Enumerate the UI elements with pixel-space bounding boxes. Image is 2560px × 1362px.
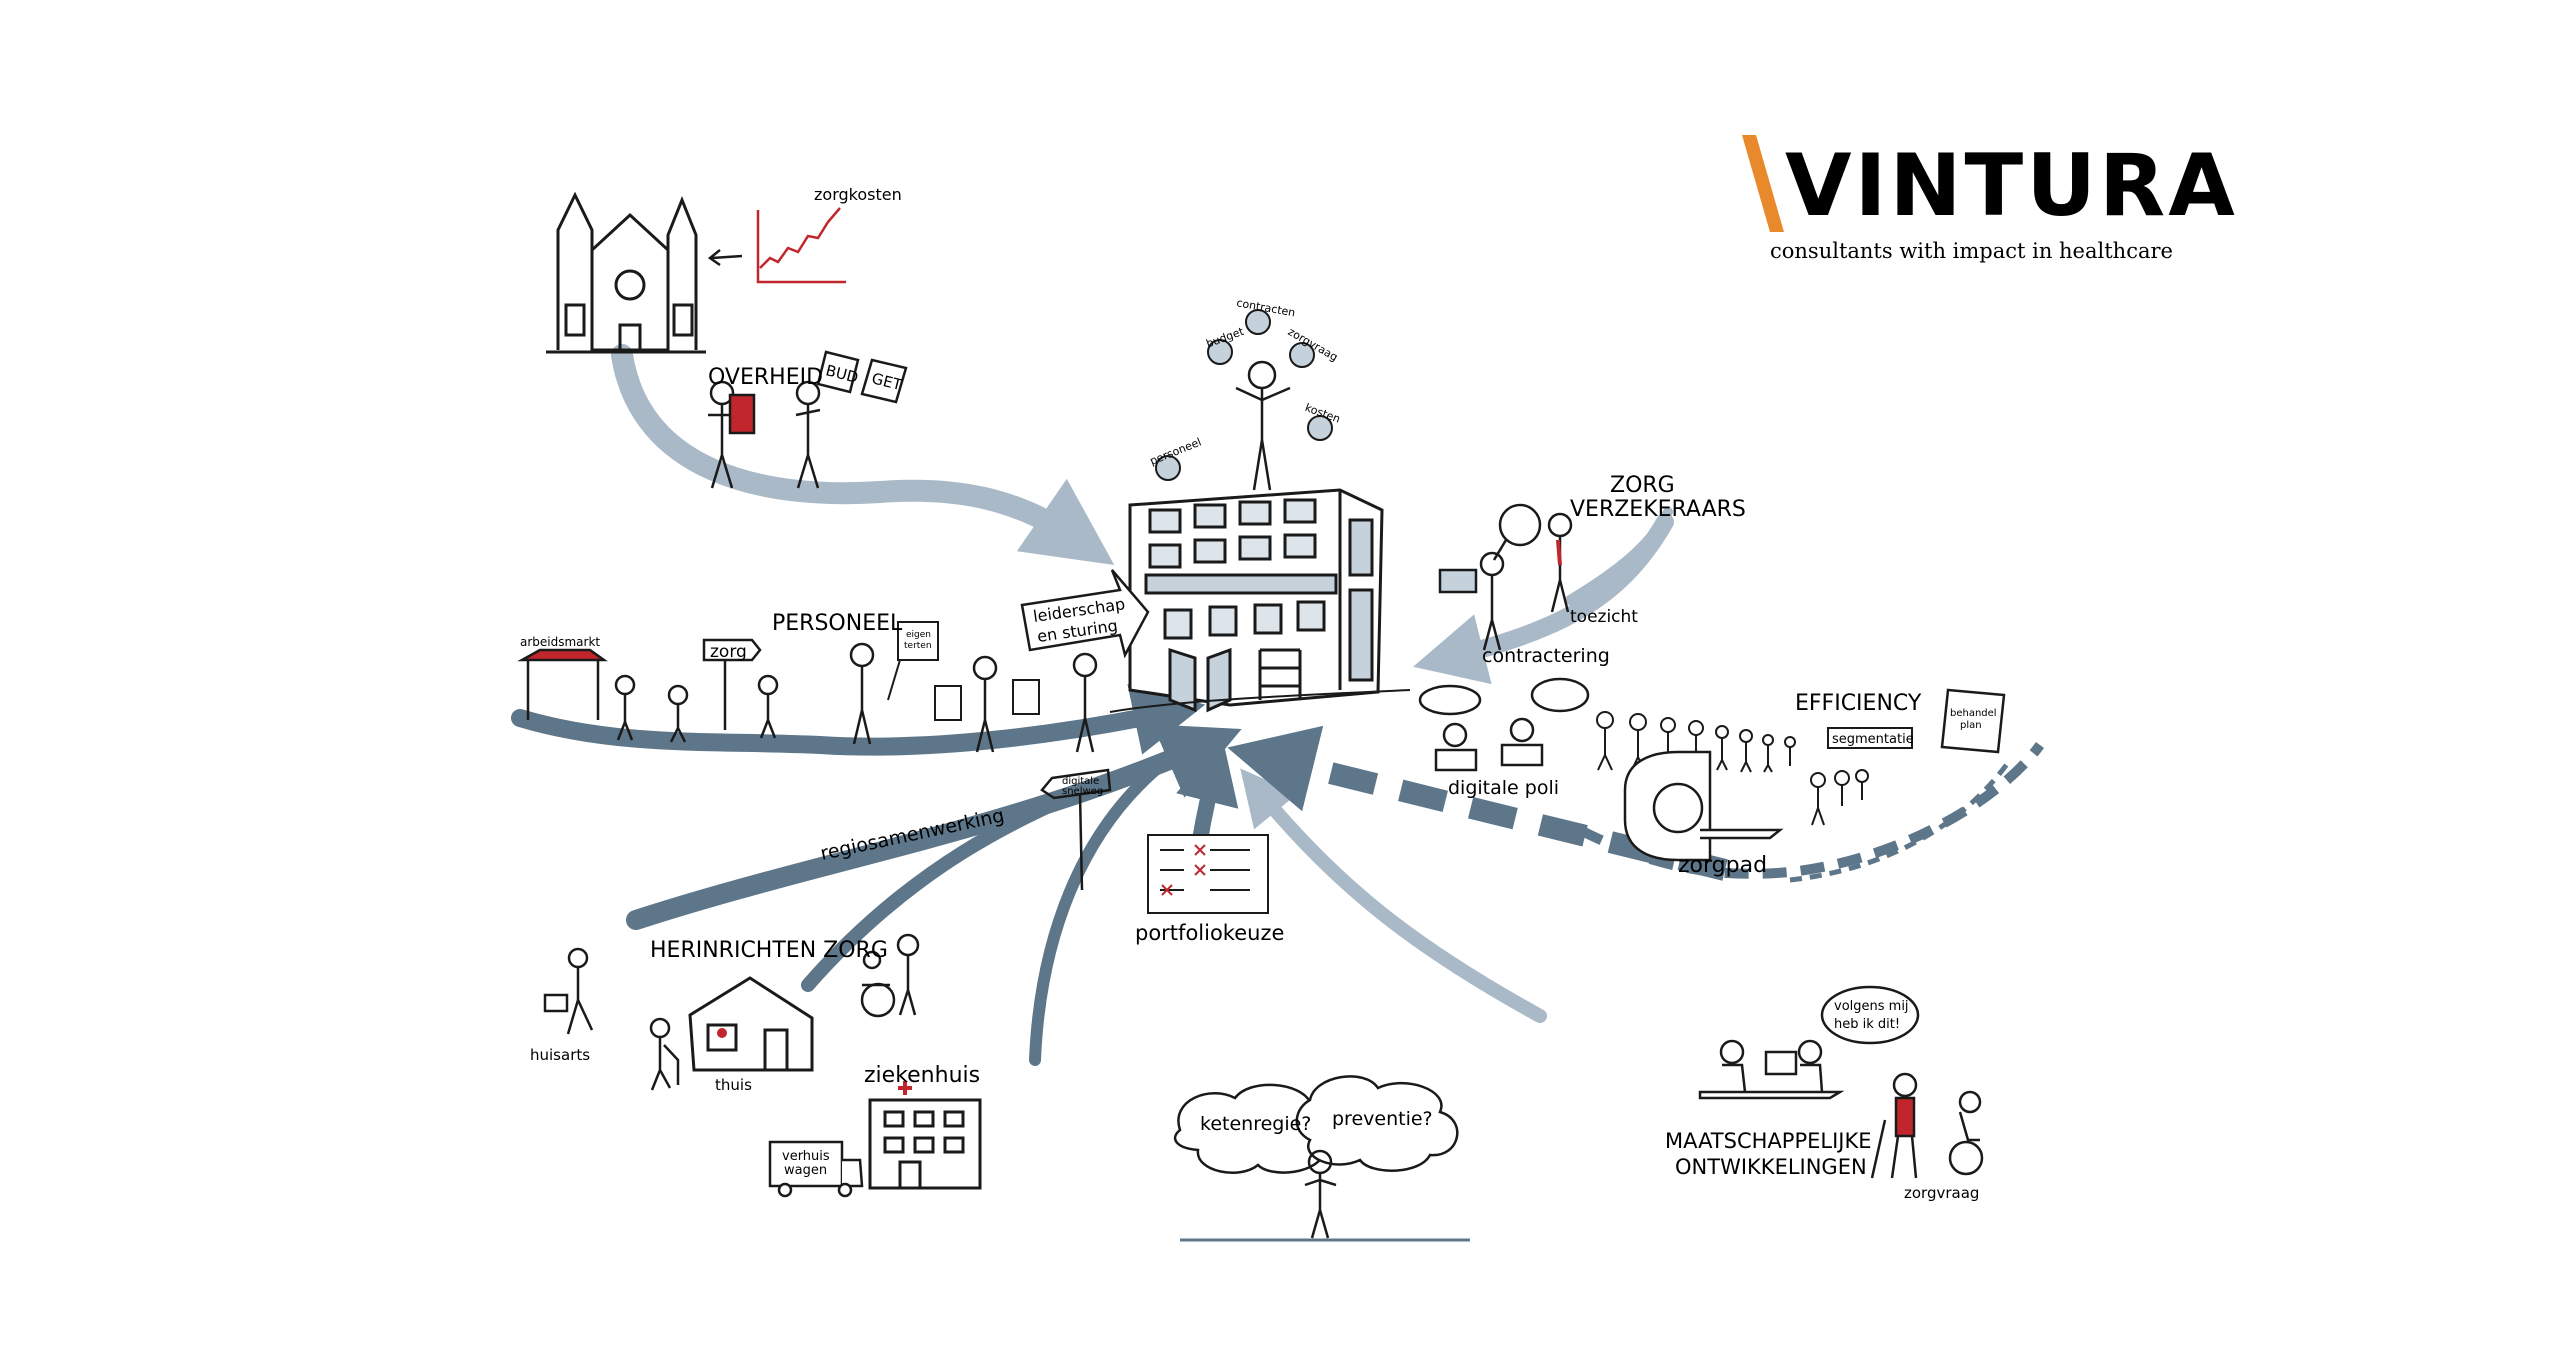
arrow-portfoliokeuze (1176, 738, 1239, 848)
label-digitale-snelweg-1: digitale (1062, 776, 1099, 787)
label-contractering: contractering (1482, 645, 1610, 667)
juggling-balls-icon (1155, 309, 1333, 481)
eigen-terten-sign-icon (887, 621, 939, 701)
label-behandelplan-1: behandel (1950, 708, 1997, 719)
elderly-walker-figure-icon (649, 1017, 680, 1091)
arrow-zorgverzekeraars (1413, 513, 1674, 685)
hospital-building-icon (1128, 488, 1384, 713)
wheelchair-figure-icon (860, 933, 920, 1018)
label-personeel: PERSONEEL (772, 611, 903, 636)
government-building-icon (546, 191, 706, 354)
logo-slash-mark (1742, 135, 1784, 232)
behandelplan-book-icon (1940, 688, 2006, 754)
label-overheid: OVERHEID (708, 365, 823, 390)
label-zorgkosten: zorgkosten (814, 185, 902, 204)
verhuiswagen-truck-icon (768, 1140, 864, 1198)
label-toezicht: toezicht (1570, 607, 1638, 627)
logo-tagline: consultants with impact in healthcare (1770, 239, 2173, 263)
juggler-figure-icon (1235, 360, 1291, 491)
consultation-table-icon (1698, 985, 1920, 1100)
home-house-icon (688, 976, 814, 1072)
label-huisarts: huisarts (530, 1046, 590, 1064)
label-efficiency: EFFICIENCY (1795, 691, 1922, 716)
label-verhuiswagen-2: wagen (784, 1163, 827, 1178)
pointer-arrow-icon (707, 249, 743, 267)
label-eigen-2: terten (904, 641, 932, 651)
label-herinrichten-zorg: HERINRICHTEN ZORG (650, 938, 888, 963)
arrow-maatschappelijk (1240, 768, 1547, 1023)
zorg-signpost-icon (702, 638, 762, 730)
thought-clouds-icon (1173, 1075, 1459, 1174)
ground-curve (1109, 689, 1411, 713)
label-volgens-2: heb ik dit! (1834, 1017, 1900, 1032)
digitale-snelweg-sign-icon (1040, 768, 1112, 891)
overheid-figures-icon (708, 350, 908, 489)
label-segmentatie: segmentatie (1832, 732, 1914, 747)
portfolio-clipboard-icon (1147, 834, 1269, 914)
huisarts-figure-icon (543, 947, 594, 1035)
arrow-personeel (511, 684, 1206, 756)
arrow-overheid (611, 344, 1115, 565)
vintura-logo (1742, 135, 1784, 232)
arrow-efficiency-dashed (1227, 725, 1728, 881)
mri-scanner-icon (1623, 750, 1784, 862)
planning-boards-icon (934, 679, 1040, 721)
label-portfoliokeuze: portfoliokeuze (1135, 921, 1284, 945)
label-thuis: thuis (715, 1076, 752, 1094)
label-zorgvraag: zorgvraag (1904, 1184, 1979, 1202)
label-ketenregie: ketenregie? (1200, 1113, 1311, 1135)
label-ziekenhuis: ziekenhuis (864, 1063, 980, 1088)
label-zorg-sign: zorg (710, 642, 747, 662)
label-zorgpad: zorgpad (1678, 853, 1767, 878)
label-behandelplan-2: plan (1960, 720, 1982, 731)
segmentatie-sign-icon (1827, 727, 1913, 749)
ziekenhuis-building-icon (868, 1081, 982, 1190)
label-zorgverzekeraars-1: ZORG (1610, 473, 1675, 498)
label-preventie: preventie? (1332, 1108, 1433, 1130)
leiderschap-sign-icon (1020, 569, 1150, 659)
efficiency-dashed-tail (1789, 758, 2013, 883)
logo-word: VINTURA (1785, 136, 2238, 236)
label-digitale-poli: digitale poli (1448, 777, 1559, 799)
label-maatschappelijke-1: MAATSCHAPPELIJKE (1665, 1129, 1872, 1153)
arrow-zorgverzekeraars-tip (1565, 507, 1673, 605)
label-maatschappelijke-2: ONTWIKKELINGEN (1675, 1155, 1867, 1179)
label-bud: BUD (824, 361, 860, 386)
label-arbeidsmarkt: arbeidsmarkt (520, 635, 600, 649)
zorgverzekeraars-figures-icon (1438, 503, 1573, 651)
arbeidsmarkt-stall-icon (517, 648, 608, 720)
label-get: GET (870, 369, 905, 394)
label-volgens-1: volgens mij (1834, 999, 1909, 1014)
elderly-figures-icon (1870, 1072, 1984, 1179)
label-verhuiswagen-1: verhuis (782, 1149, 830, 1164)
label-zorgverzekeraars-2: VERZEKERAARS (1570, 497, 1746, 522)
label-digitale-snelweg-2: snelweg (1062, 786, 1103, 797)
digitale-poli-figures-icon (1418, 677, 1590, 772)
zorgkosten-chart-icon (756, 207, 846, 284)
thinking-person-icon (1304, 1149, 1337, 1239)
personnel-figures-icon (614, 642, 1098, 753)
arrow-ziekenhuis (1029, 756, 1171, 1066)
zorgpad-dashed-path (1577, 742, 2045, 879)
label-eigen-1: eigen (906, 630, 931, 640)
